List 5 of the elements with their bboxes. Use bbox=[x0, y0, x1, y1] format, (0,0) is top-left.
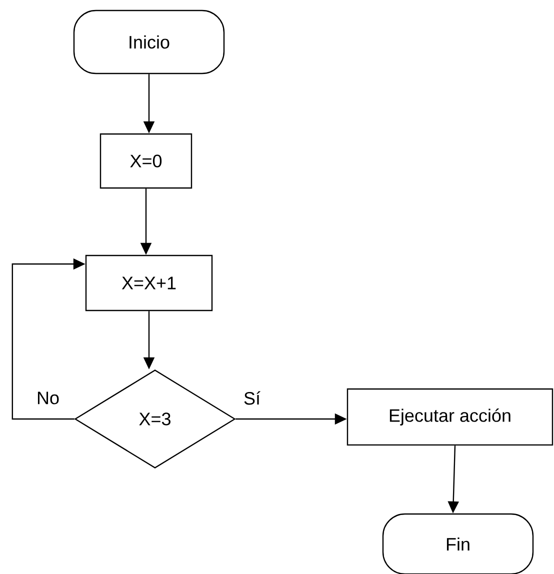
process-box: Ejecutar acción bbox=[346, 388, 554, 446]
edge-label: No bbox=[36, 390, 60, 406]
edge-label: Sí bbox=[242, 390, 262, 406]
process-box: X=0 bbox=[100, 133, 192, 189]
process-box: X=X+1 bbox=[85, 254, 213, 312]
